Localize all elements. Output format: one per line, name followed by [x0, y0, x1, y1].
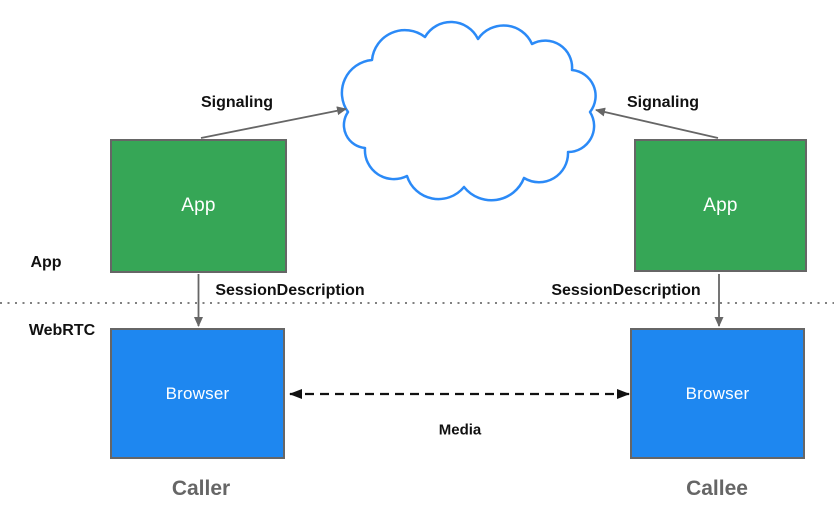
signaling-label-right: Signaling	[627, 94, 699, 111]
callee-app-box-label: App	[703, 194, 738, 216]
caller-app-box: App	[110, 139, 287, 273]
signaling-arrow-left	[200, 106, 347, 139]
caller-app-box-label: App	[181, 195, 216, 216]
caller-browser-box-label: Browser	[165, 383, 230, 403]
session-description-label-left: SessionDescription	[215, 282, 365, 299]
caller-caption: Caller	[171, 477, 231, 500]
app-layer-label: App	[30, 254, 62, 271]
callee-app-box: App	[634, 139, 807, 272]
signaling-arrow-right	[595, 107, 719, 139]
signaling-label-left: Signaling	[201, 94, 273, 111]
signaling-cloud-icon	[340, 20, 597, 202]
session-description-label-right: SessionDescription	[551, 282, 701, 299]
media-label: Media	[438, 421, 482, 439]
caller-browser-box: Browser	[110, 328, 285, 459]
callee-browser-box: Browser	[630, 328, 805, 459]
callee-caption: Callee	[686, 477, 748, 500]
webrtc-layer-label: WebRTC	[28, 322, 96, 339]
callee-browser-box-label: Browser	[685, 383, 750, 403]
